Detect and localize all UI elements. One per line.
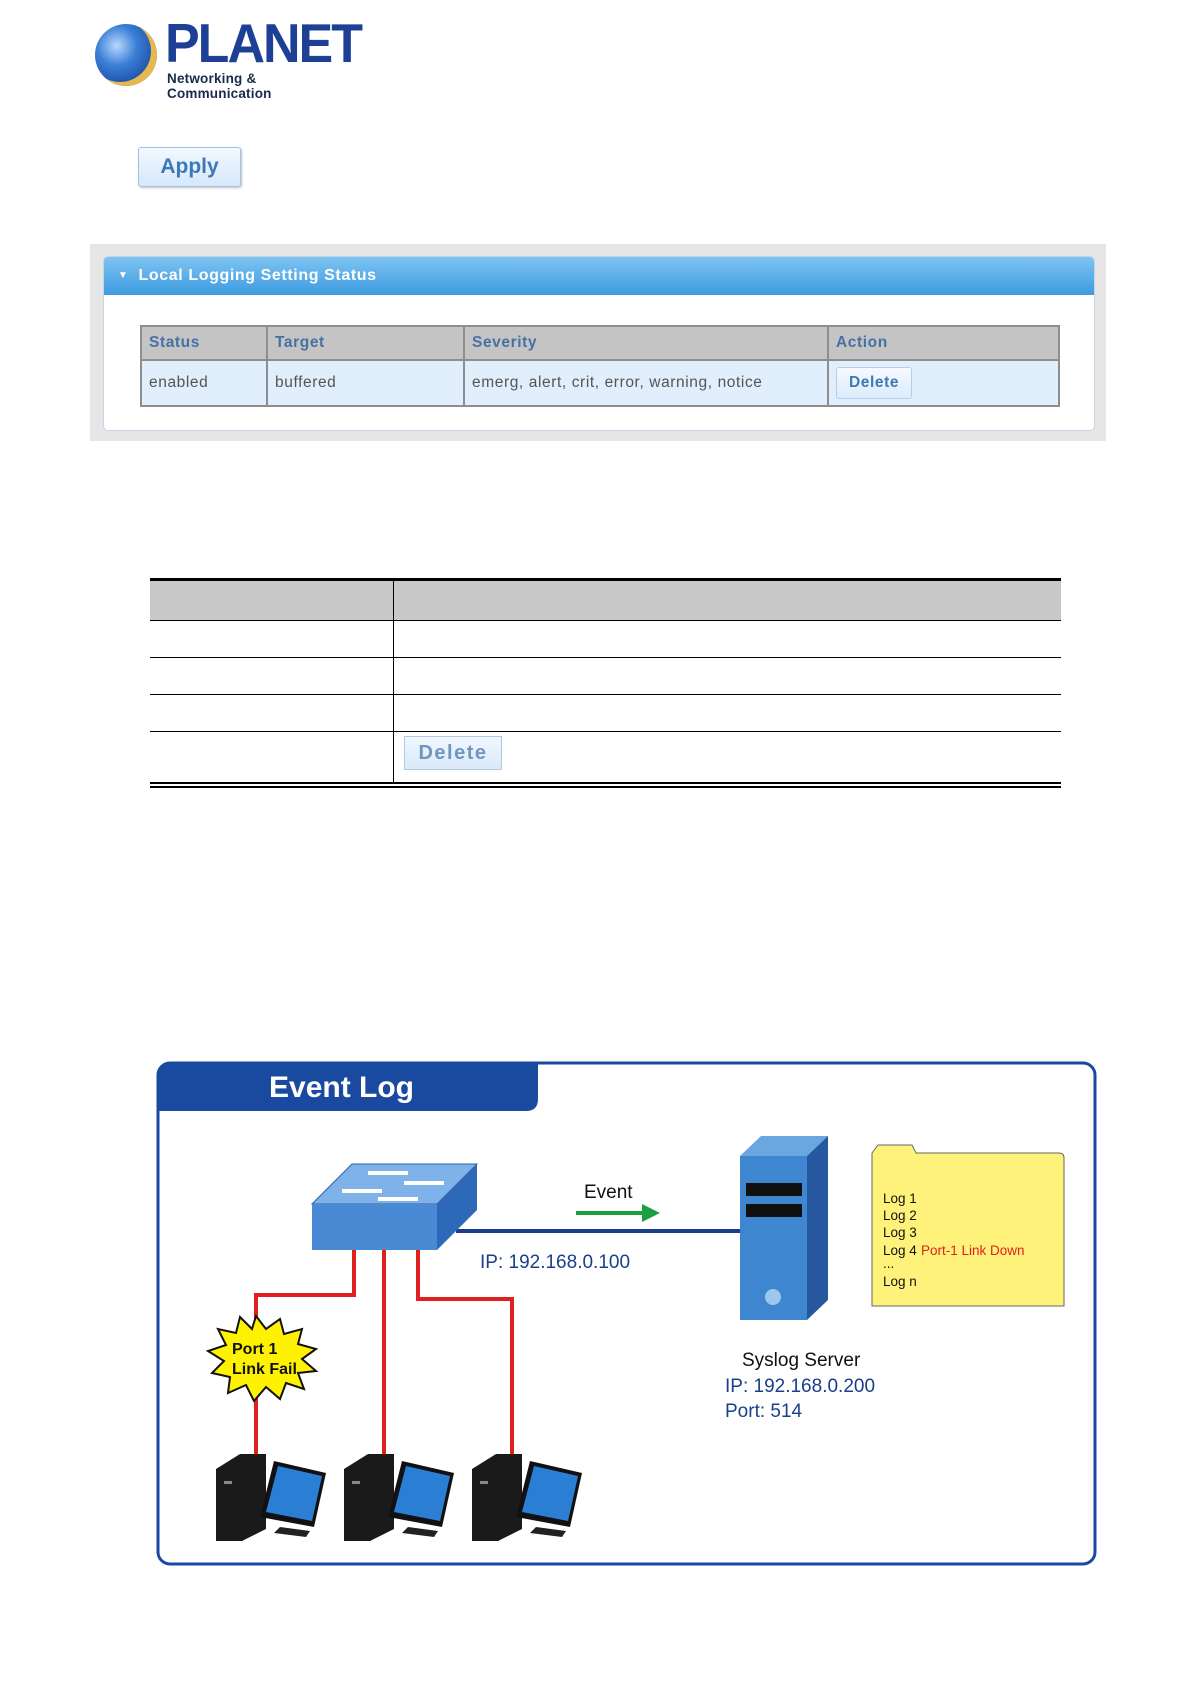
divider — [150, 786, 1061, 788]
apply-button[interactable]: Apply — [138, 147, 241, 187]
diagram-title: Event Log — [269, 1071, 414, 1104]
computer-icon — [344, 1454, 454, 1541]
switch-icon — [310, 1163, 479, 1250]
link-line-3 — [416, 1248, 514, 1454]
event-log-diagram: Event Log Event IP: 192.168.0.100 Syslo — [156, 1061, 1097, 1566]
log-line: Log 4 — [883, 1243, 917, 1258]
caret-down-icon[interactable]: ▼ — [118, 270, 129, 281]
log-line: ... — [883, 1256, 894, 1271]
computer-icon — [472, 1454, 582, 1541]
col-severity: Severity — [463, 325, 829, 361]
description-table: Delete — [150, 578, 1061, 788]
alert-burst-icon — [205, 1313, 319, 1403]
cell-status: enabled — [140, 359, 268, 407]
server-port: Port: 514 — [725, 1401, 803, 1422]
col-action: Action — [827, 325, 1060, 361]
log-line: Log 2 — [883, 1208, 917, 1223]
divider — [150, 578, 1061, 581]
computer-icon — [216, 1454, 326, 1541]
server-name: Syslog Server — [742, 1350, 861, 1371]
panel-header[interactable]: ▼ Local Logging Setting Status — [104, 257, 1094, 295]
log-file-icon — [871, 1144, 1065, 1307]
planet-logo: PLANET Networking & Communication — [95, 17, 363, 101]
cell-action: Delete — [827, 359, 1060, 407]
title-tab — [158, 1063, 538, 1111]
arrow-right-icon — [576, 1204, 660, 1222]
log-event: Port-1 Link Down — [921, 1243, 1025, 1258]
switch-ip: IP: 192.168.0.100 — [480, 1252, 630, 1273]
event-label: Event — [584, 1182, 633, 1203]
delete-button-sample[interactable]: Delete — [404, 736, 502, 770]
log-line: Log 1 — [883, 1191, 917, 1206]
desc-row — [150, 658, 1061, 695]
col-status: Status — [140, 325, 268, 361]
desc-header-row — [150, 581, 1061, 621]
status-table: Status Target Severity Action enabled bu… — [140, 325, 1060, 407]
globe-icon — [95, 24, 157, 86]
log-line: Log 3 — [883, 1225, 917, 1240]
alert-line-1: Port 1 — [232, 1341, 277, 1358]
desc-row — [150, 695, 1061, 732]
log-line: Log n — [883, 1274, 917, 1289]
logo-brand: PLANET — [165, 13, 363, 75]
cell-severity: emerg, alert, crit, error, warning, noti… — [463, 359, 829, 407]
col-target: Target — [266, 325, 465, 361]
alert-line-2: Link Fail — [232, 1361, 297, 1378]
desc-row: Delete — [150, 732, 1061, 782]
server-ip: IP: 192.168.0.200 — [725, 1376, 875, 1397]
cell-target: buffered — [266, 359, 465, 407]
server-icon — [740, 1136, 828, 1320]
divider — [150, 782, 1061, 784]
delete-button[interactable]: Delete — [836, 367, 913, 399]
local-logging-status-panel: ▼ Local Logging Setting Status Status Tar… — [103, 256, 1095, 431]
panel-title: Local Logging Setting Status — [138, 267, 377, 284]
table-row: enabled buffered emerg, alert, crit, err… — [140, 359, 1060, 407]
desc-row — [150, 621, 1061, 658]
logo-tagline: Networking & Communication — [167, 71, 272, 101]
